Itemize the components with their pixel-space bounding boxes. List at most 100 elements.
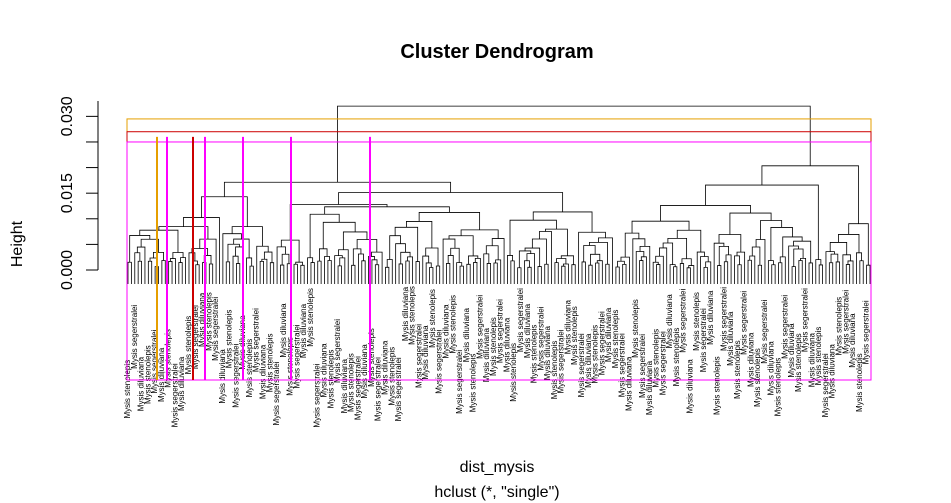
dendrogram-branch — [652, 261, 659, 284]
leaf-label: Mysis stenolepis — [347, 353, 356, 412]
leaf-label: Mysis diluviana — [706, 290, 715, 345]
dendrogram-branch — [560, 255, 574, 265]
x-axis-label: dist_mysis — [460, 459, 535, 476]
leaf-label: Mysis diluviana — [828, 344, 837, 399]
leaf-label: Mysis diluviana — [320, 343, 329, 398]
leaf-label: Mysis stenolepis — [408, 286, 417, 345]
leaf-label: Mysis stenolepis — [835, 297, 844, 356]
dendrogram-branch — [755, 239, 766, 284]
leaf-label: Mysis diluviana — [279, 303, 288, 358]
dendrogram-branch — [696, 251, 705, 284]
dendrogram-branch — [782, 236, 803, 257]
dendrogram-branch — [201, 196, 248, 227]
dendrogram-branch — [527, 266, 532, 284]
dendrogram-branch — [357, 253, 364, 284]
dendrogram-branch — [161, 260, 166, 284]
dendrogram-branch — [493, 262, 498, 284]
leaf-label: Mysis stenolepis — [692, 292, 701, 351]
dendrogram-branch — [225, 261, 231, 284]
leaf-label: Mysis diluviana — [299, 303, 308, 358]
leaf-label: Mysis stenolepis — [774, 358, 783, 417]
dendrogram-branch — [232, 255, 239, 284]
leaf-label: Mysis diluviana — [746, 332, 755, 387]
dendrogram-branch — [718, 234, 742, 253]
leaf-label: Mysis segerstralei — [252, 308, 261, 372]
leaf-label: Mysis stenolepis — [306, 288, 315, 347]
dendrogram-branch — [339, 257, 346, 284]
dendrogram-branch — [830, 253, 839, 263]
dendrogram-branch — [562, 263, 569, 284]
leaf-label: Mysis segerstralei — [191, 305, 200, 369]
dendrogram-branch — [595, 262, 600, 284]
dendrogram-branch — [791, 266, 796, 284]
dendrogram-branch — [317, 260, 322, 284]
dendrogram-branch — [656, 264, 661, 284]
dendrogram-branch — [447, 255, 454, 284]
leaf-label: Mysis diluviana — [502, 317, 511, 372]
dendrogram-branch — [639, 246, 651, 284]
leaf-label: Mysis diluviana — [604, 307, 613, 362]
dendrogram-branch — [468, 255, 479, 265]
dendrogram-branch — [385, 266, 390, 284]
dendrogram-branch — [771, 264, 776, 284]
dendrogram-branch — [231, 226, 263, 247]
dendrogram-branch — [208, 263, 214, 284]
cluster-box — [126, 141, 872, 381]
leaf-label: Mysis segerstralei — [516, 288, 525, 352]
leaf-label: Mysis segerstralei — [557, 329, 566, 393]
leaf-label: Mysis diluviana — [848, 313, 857, 368]
dendrogram-branch — [798, 260, 803, 284]
leaf-label: Mysis diluviana — [157, 347, 166, 402]
dendrogram-branch — [631, 220, 690, 234]
dendrogram-branch — [263, 251, 273, 263]
dendrogram-branch — [327, 260, 332, 284]
leaf-label: Mysis stenolepis — [794, 333, 803, 392]
dendrogram-branch — [640, 256, 647, 284]
dendrogram-branch — [246, 257, 253, 284]
leaf-label: Mysis stenolepis — [123, 360, 132, 419]
leaf-label: Mysis stenolepis — [204, 292, 213, 351]
dendrogram-branch — [725, 254, 732, 284]
dendrogram-branch — [183, 217, 220, 284]
cluster-boxes — [126, 118, 872, 381]
dendrogram-branch — [747, 259, 752, 284]
dendrogram-branch — [561, 265, 566, 284]
dendrogram-branch — [269, 262, 275, 284]
dendrogram-branch — [537, 266, 542, 284]
dendrogram-branch — [337, 265, 342, 284]
dendrogram-branch — [153, 251, 164, 261]
leaf-label: Mysis diluviana — [665, 294, 674, 349]
leaf-label: Mysis segerstralei — [638, 334, 647, 398]
leaf-label: Mysis diluviana — [259, 344, 268, 399]
dendrogram-branch — [859, 260, 864, 284]
leaf-label: Mysis segerstralei — [496, 299, 505, 363]
dendrogram-branch — [510, 260, 515, 284]
dendrogram-branch — [866, 264, 871, 284]
dendrogram-branch — [466, 263, 471, 284]
leaf-label: Mysis stenolepis — [225, 310, 234, 369]
dendrogram-branch — [622, 263, 627, 284]
dendrogram-branch — [337, 105, 811, 183]
dendrogram-branch — [280, 264, 285, 284]
leaf-label: Mysis stenolepis — [591, 325, 600, 384]
dendrogram-branch — [639, 260, 644, 284]
dendrogram-branch — [473, 262, 478, 284]
dendrogram-branch — [418, 212, 481, 230]
dendrogram-branch — [352, 248, 362, 266]
dendrogram-branch — [356, 239, 378, 253]
leaf-label: Mysis diluviana — [198, 292, 207, 347]
chart-title: Cluster Dendrogram — [400, 41, 593, 63]
leaf-label: Mysis stenolepis — [143, 345, 152, 404]
dendrogram-branch — [825, 251, 835, 284]
dendrogram-branch — [147, 260, 153, 284]
leaf-label: Mysis diluviana — [401, 286, 410, 341]
dendrogram-branch — [734, 255, 740, 284]
leaf-label: Mysis stenolepis — [367, 328, 376, 387]
leaf-label: Mysis segerstralei — [272, 361, 281, 425]
dendrogram-branch — [435, 265, 441, 284]
leaf-label: Mysis stenolepis — [164, 329, 173, 388]
dendrogram-branch — [829, 242, 848, 255]
leaf-label: Mysis diluviana — [563, 300, 572, 355]
